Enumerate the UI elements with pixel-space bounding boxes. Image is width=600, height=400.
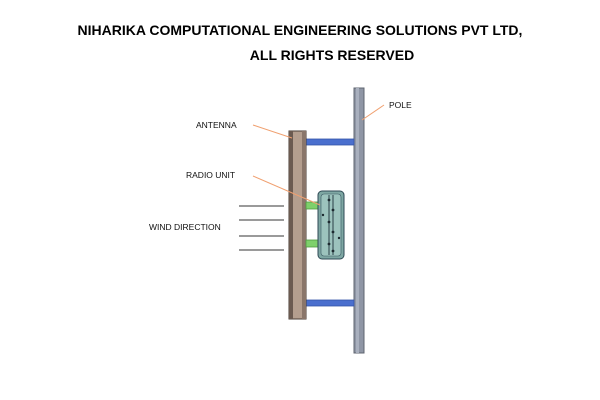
wind-direction-label: WIND DIRECTION [149, 222, 221, 232]
radio-unit-leader-line [252, 175, 321, 206]
company-title: NIHARIKA COMPUTATIONAL ENGINEERING SOLUT… [77, 22, 523, 38]
pole-leader-line [361, 104, 385, 121]
antenna-leader-line [252, 124, 293, 139]
pole-label: POLE [389, 100, 412, 110]
antenna-label: ANTENNA [196, 120, 237, 130]
radio-unit [317, 190, 345, 260]
upper-bracket [305, 138, 355, 146]
rights-reserved-title: ALL RIGHTS RESERVED [249, 47, 415, 63]
lower-bracket [305, 299, 355, 307]
pole [353, 87, 365, 354]
wind-direction-lines [239, 205, 284, 251]
radio-unit-label: RADIO UNIT [186, 170, 235, 180]
antenna-panel [288, 130, 307, 320]
